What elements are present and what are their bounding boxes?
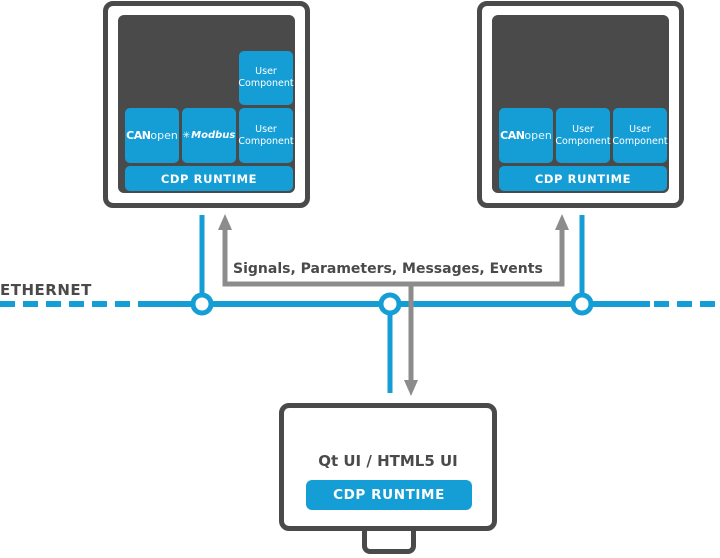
- left-user-component-bottom: User Component: [238, 108, 294, 163]
- component-label: Component: [238, 135, 294, 147]
- left-modbus-block: ✳Modbus: [182, 108, 236, 163]
- arrowhead-down-ui: [404, 380, 418, 396]
- right-cdp-runtime: CDP RUNTIME: [499, 166, 667, 191]
- canopen-logo-bold: CAN: [126, 129, 151, 142]
- component-label: Component: [555, 135, 611, 147]
- component-label: Component: [612, 135, 668, 147]
- canopen-logo-bold: CAN: [500, 129, 525, 142]
- arrowhead-up-right: [555, 214, 569, 230]
- arrowhead-up-left: [218, 214, 232, 230]
- ui-cdp-runtime: CDP RUNTIME: [306, 480, 472, 510]
- right-user-component-2: User Component: [612, 108, 668, 163]
- monitor-stand: [362, 529, 416, 554]
- ui-device-title: Qt UI / HTML5 UI: [318, 452, 458, 470]
- ui-device-monitor: Qt UI / HTML5 UI CDP RUNTIME: [279, 403, 497, 531]
- flow-line-right: [408, 228, 565, 287]
- data-flow-arrows: [218, 214, 569, 396]
- canopen-logo-light: open: [524, 129, 552, 142]
- ethernet-node-right: [570, 292, 594, 316]
- ethernet-node-center: [378, 292, 402, 316]
- canopen-logo-light: open: [150, 129, 178, 142]
- component-label: User: [629, 123, 651, 135]
- component-label: Component: [238, 78, 294, 89]
- component-label: User: [255, 123, 277, 135]
- left-user-component-top: User Component: [238, 51, 294, 105]
- component-label: User: [255, 66, 277, 77]
- left-cdp-runtime: CDP RUNTIME: [125, 166, 293, 191]
- modbus-logo-icon: ✳: [182, 130, 191, 141]
- ethernet-node-left: [190, 292, 214, 316]
- right-user-component-1: User Component: [555, 108, 611, 163]
- ethernet-label: ETHERNET: [0, 281, 92, 299]
- flow-line-left: [222, 228, 410, 287]
- component-label: User: [572, 123, 594, 135]
- modbus-logo-text: Modbus: [191, 130, 236, 141]
- flow-label: Signals, Parameters, Messages, Events: [233, 261, 543, 277]
